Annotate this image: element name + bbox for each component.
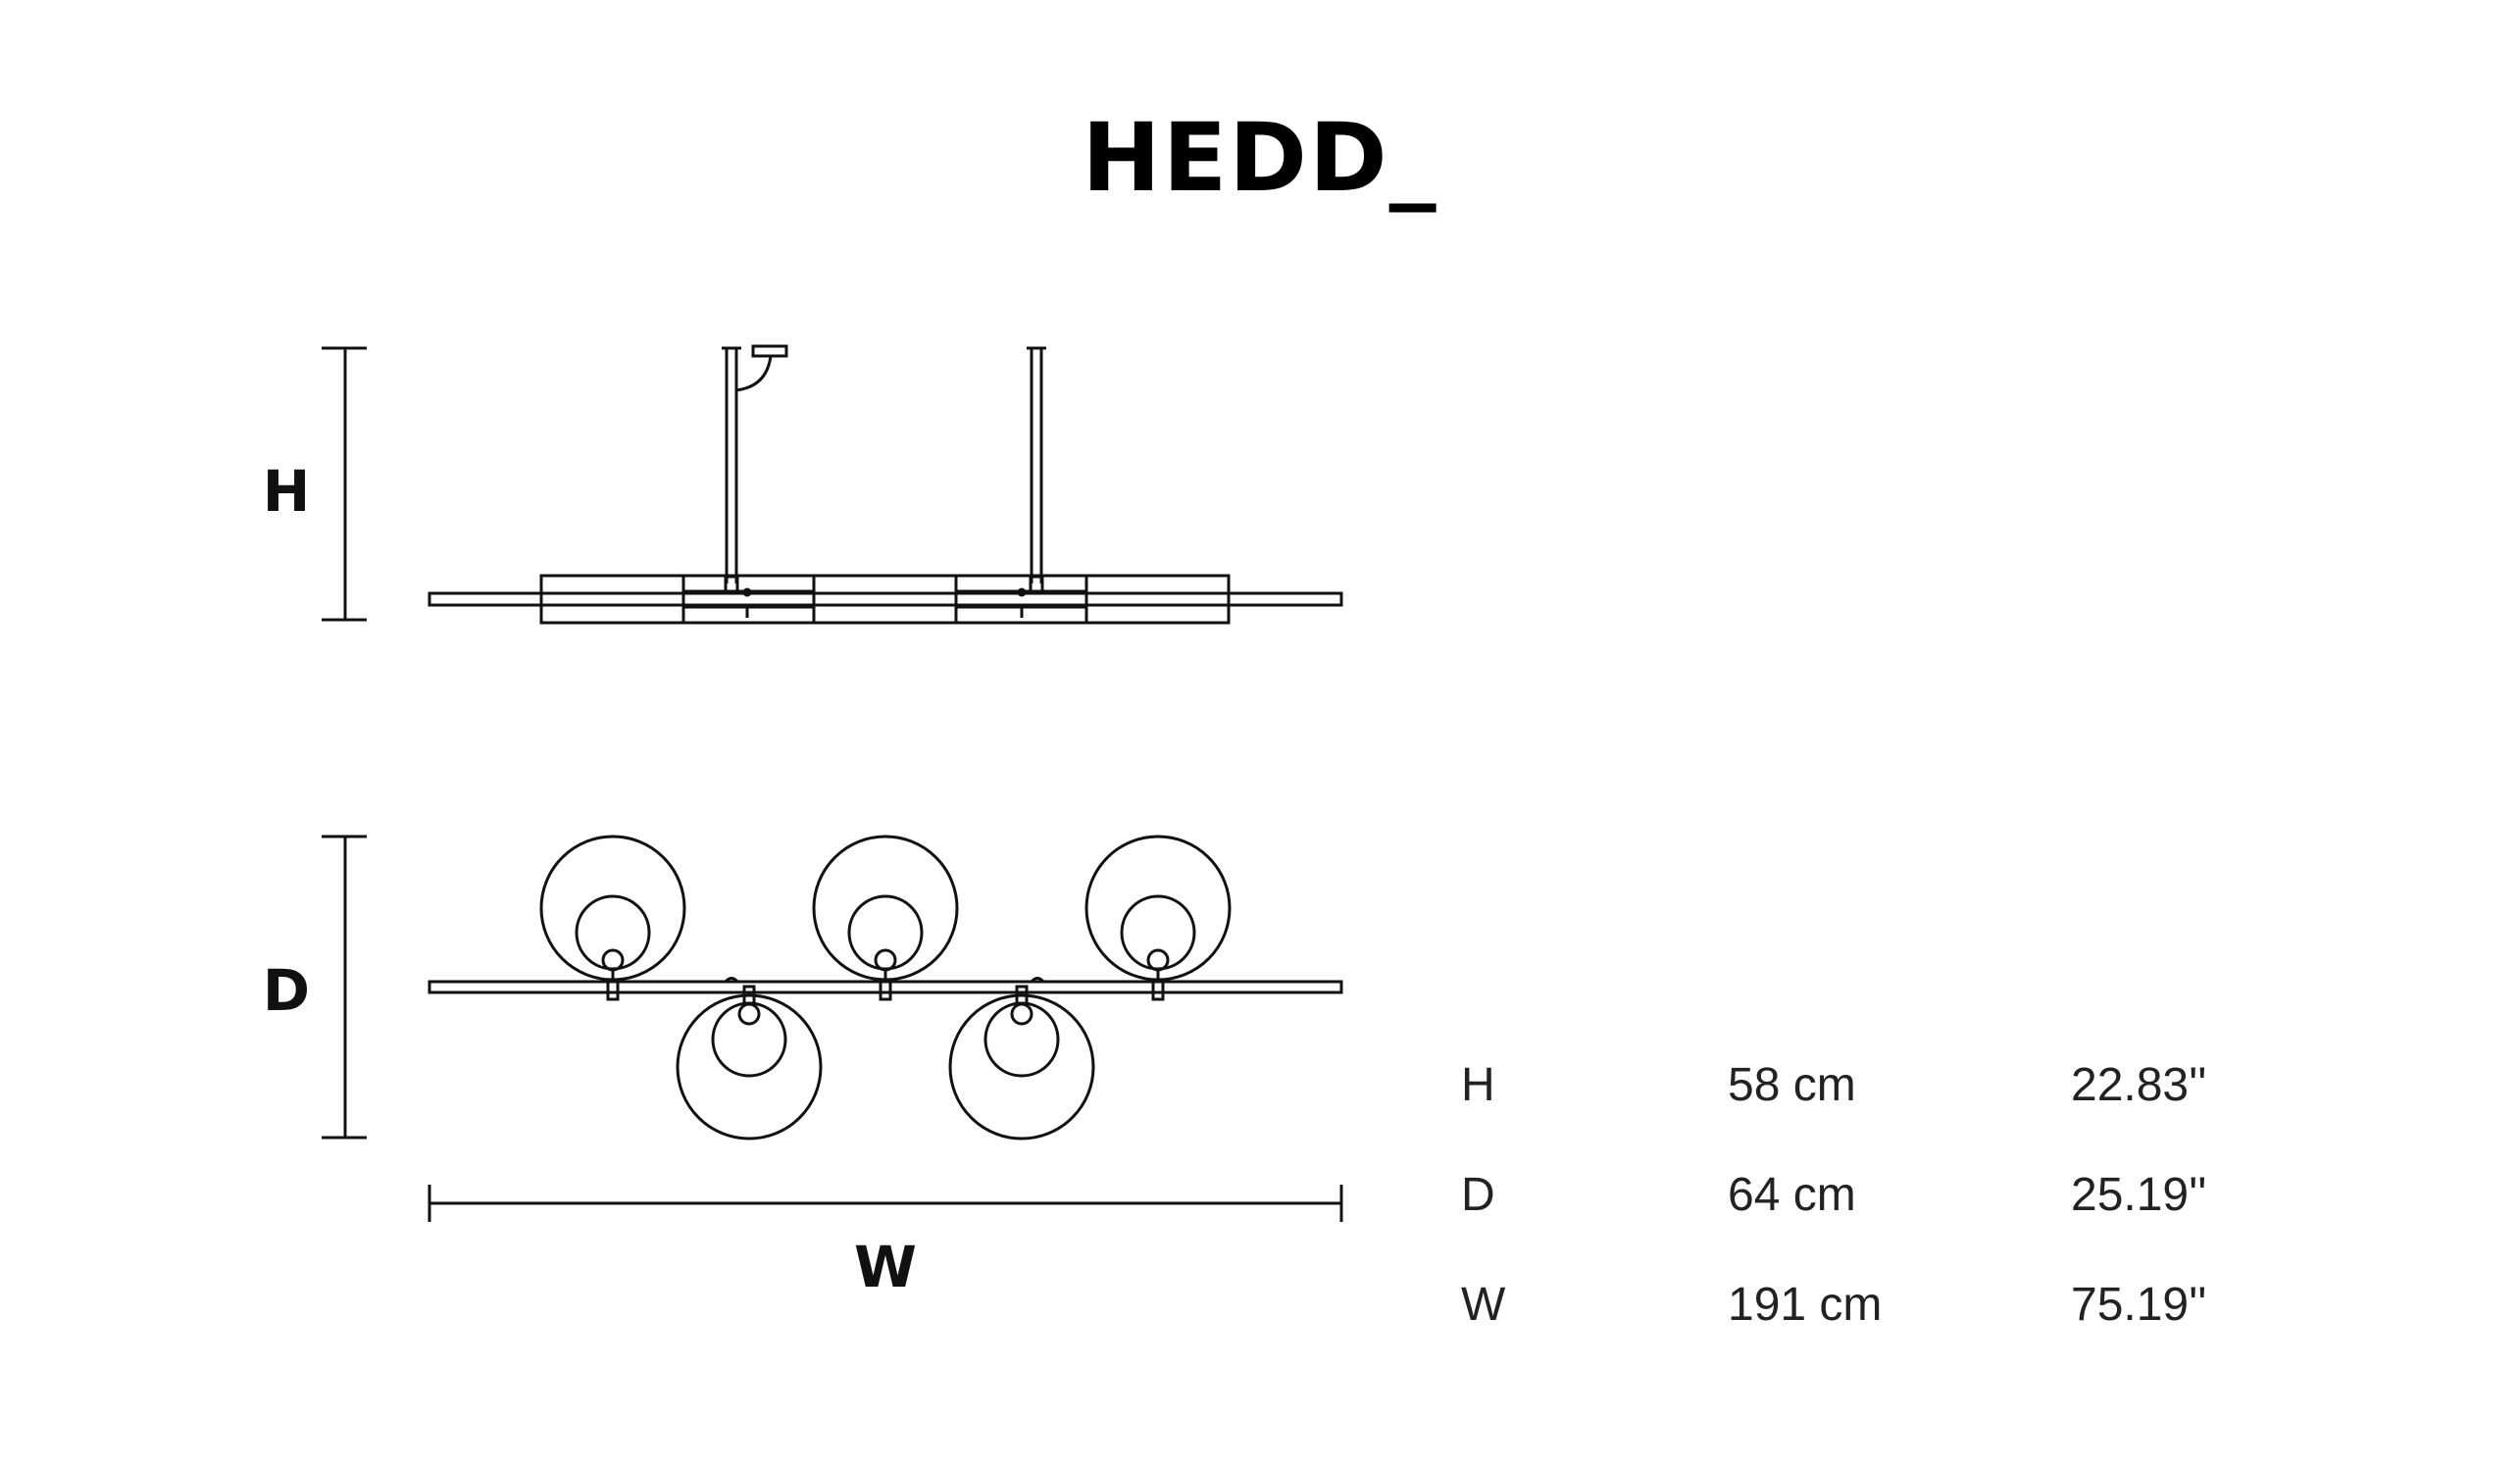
height-dimension-line — [322, 346, 367, 622]
side-elevation-view — [428, 344, 1343, 625]
dimension-metric: 191 cm — [1728, 1278, 1883, 1331]
depth-label: D — [263, 957, 310, 1024]
globe-top-middle — [812, 835, 959, 1001]
width-dimension-line — [428, 1185, 1343, 1222]
globe-bottom-right — [948, 977, 1095, 1141]
dimension-row-depth: D 64 cm 25.19'' — [1461, 1140, 2267, 1249]
height-label: H — [263, 458, 311, 525]
dimension-imperial: 22.83'' — [2071, 1058, 2207, 1111]
dimension-key: H — [1461, 1058, 1495, 1111]
width-label: W — [854, 1234, 917, 1300]
globe-bottom-left — [676, 977, 823, 1141]
dimension-imperial: 75.19'' — [2071, 1278, 2207, 1331]
dimension-row-height: H 58 cm 22.83'' — [1461, 1030, 2267, 1140]
product-title: HEDD_ — [1082, 103, 1438, 213]
globe-top-right — [1084, 835, 1232, 1001]
globe-top-left — [539, 835, 686, 1001]
dimensions-table: H 58 cm 22.83'' D 64 cm 25.19'' W 191 cm… — [1461, 1030, 2267, 1359]
dimension-row-width: W 191 cm 75.19'' — [1461, 1249, 2267, 1359]
dimension-metric: 64 cm — [1728, 1168, 1856, 1221]
dimension-key: D — [1461, 1168, 1495, 1221]
dimension-key: W — [1461, 1278, 1506, 1331]
depth-dimension-line — [322, 835, 367, 1140]
plan-view — [428, 835, 1343, 1141]
dimension-imperial: 25.19'' — [2071, 1168, 2207, 1221]
dimension-metric: 58 cm — [1728, 1058, 1856, 1111]
